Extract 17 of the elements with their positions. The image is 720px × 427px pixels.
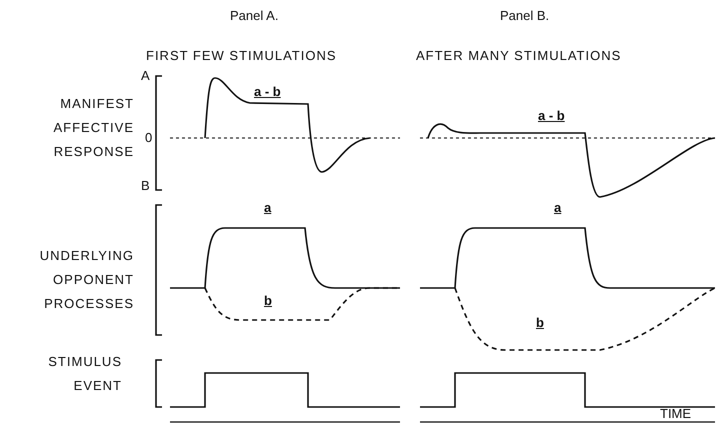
axis-label: B <box>141 177 150 195</box>
curve-label: a - b <box>254 83 281 101</box>
axis-label: TIME <box>660 405 692 423</box>
axis-label: A <box>141 67 150 85</box>
curve-label: b <box>536 314 544 332</box>
axis-title: STIMULUS EVENT <box>47 353 122 395</box>
curve-label: b <box>264 292 272 310</box>
panel-heading: AFTER MANY STIMULATIONS <box>416 47 622 65</box>
panel-heading: FIRST FEW STIMULATIONS <box>146 47 337 65</box>
axis-label: 0 <box>145 129 152 147</box>
curve-label: a <box>554 199 562 217</box>
panel-title: Panel B. <box>500 7 550 25</box>
axis-title: MANIFEST AFFECTIVE RESPONSE <box>52 95 134 161</box>
curve-label: a - b <box>538 107 565 125</box>
curve-label: a <box>264 199 272 217</box>
panel-title: Panel A. <box>230 7 278 25</box>
axis-title: UNDERLYING OPPONENT PROCESSES <box>38 247 134 313</box>
